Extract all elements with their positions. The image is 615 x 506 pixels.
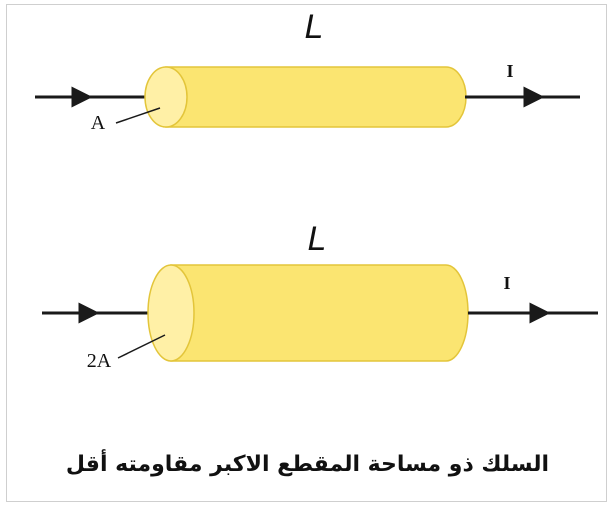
top-cylinder-body xyxy=(165,66,467,128)
bottom-cylinder-body xyxy=(170,264,469,362)
bottom-length-label: L xyxy=(308,220,327,258)
bottom-area-label: 2A xyxy=(87,350,112,372)
top-area-label: A xyxy=(91,112,106,134)
top-length-label: L xyxy=(305,8,324,46)
figure-frame xyxy=(6,4,607,502)
bottom-current-label: I xyxy=(503,273,510,293)
figure-caption: السلك ذو مساحة المقطع الاكبر مقاومته أقل xyxy=(65,452,550,477)
top-wire-diagram: L I A xyxy=(35,8,580,134)
top-cylinder-face xyxy=(144,66,188,128)
top-current-label: I xyxy=(506,61,513,81)
top-area-pointer xyxy=(115,107,161,124)
bottom-wire-diagram: L I 2A xyxy=(42,220,598,372)
bottom-cylinder-face xyxy=(147,264,195,362)
bottom-area-pointer xyxy=(117,334,166,359)
